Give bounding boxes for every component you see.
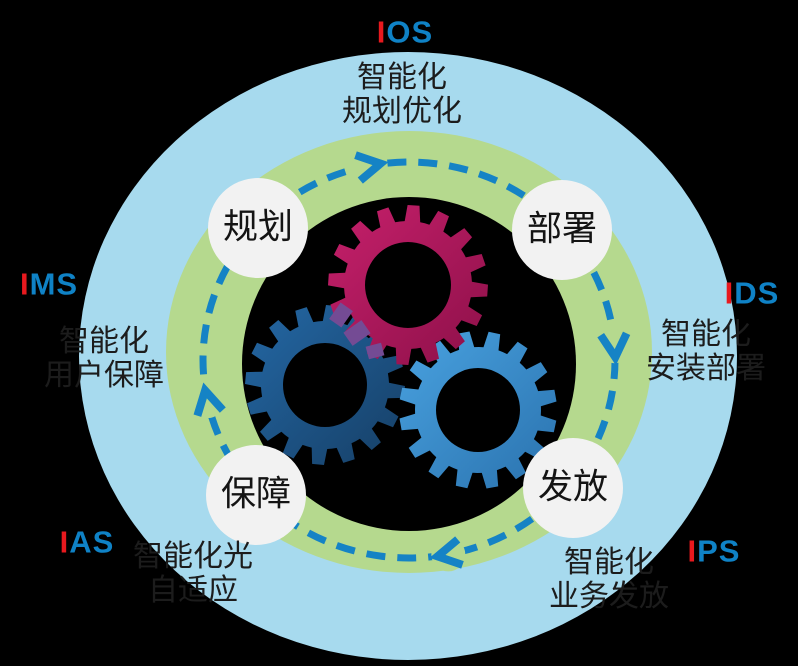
cycle-arrowhead-icon (429, 536, 464, 569)
label-ios-prefix: I (376, 14, 387, 50)
label-ids-rest: DS (734, 275, 780, 311)
label-ips-prefix: I (687, 533, 698, 569)
label-ios-rest: OS (386, 14, 434, 50)
stage-badge (523, 438, 623, 538)
gear-pink-icon (328, 205, 488, 365)
description-ips: 智能化 业务发放 (549, 546, 669, 614)
label-ips: IPS (688, 536, 741, 567)
label-ids: IDS (725, 278, 780, 309)
gear-mesh-overlap (343, 320, 371, 346)
description-ios: 智能化 规划优化 (342, 61, 462, 129)
gear-mesh-overlap (365, 342, 385, 360)
label-ims-prefix: I (19, 266, 30, 302)
label-ias-rest: AS (69, 524, 115, 560)
description-ias: 智能化光 自适应 (133, 540, 253, 608)
cycle-arrowhead-icon (354, 151, 389, 184)
gear-light-blue-icon (399, 331, 557, 489)
cycle-arrowhead-icon (597, 331, 631, 366)
badge-deployment-label: 部署 (526, 209, 598, 250)
label-ids-prefix: I (724, 275, 735, 311)
description-ims: 智能化 用户保障 (44, 325, 164, 393)
description-ias-line2: 自适应 (148, 574, 238, 607)
badge-assurance-label: 保障 (220, 474, 292, 515)
stage-badge (206, 445, 306, 545)
description-ids: 智能化 安装部署 (646, 318, 766, 386)
description-ips-line1: 智能化 (564, 546, 654, 579)
description-ips-line2: 业务发放 (549, 580, 669, 613)
description-ims-line2: 用户保障 (44, 359, 164, 392)
description-ids-line1: 智能化 (661, 318, 751, 351)
cycle-arrowhead-icon (193, 382, 226, 417)
description-ios-line2: 规划优化 (342, 95, 462, 128)
stage-badge (512, 180, 612, 280)
label-ios: IOS (377, 17, 433, 48)
description-ims-line1: 智能化 (59, 325, 149, 358)
description-ids-line2: 安装部署 (646, 352, 766, 385)
description-ias-line1: 智能化光 (133, 540, 253, 573)
badge-provisioning-label: 发放 (537, 467, 609, 508)
label-ims-rest: MS (29, 266, 79, 302)
gear-mesh-overlap (329, 302, 353, 328)
label-ims: IMS (20, 269, 78, 300)
label-ias-prefix: I (59, 524, 70, 560)
label-ips-rest: PS (697, 533, 741, 569)
gear-dark-blue-icon (245, 305, 405, 465)
description-ios-line1: 智能化 (357, 61, 447, 94)
stage-badge (208, 178, 308, 278)
badge-planning-label: 规划 (222, 207, 294, 248)
label-ias: IAS (60, 527, 115, 558)
